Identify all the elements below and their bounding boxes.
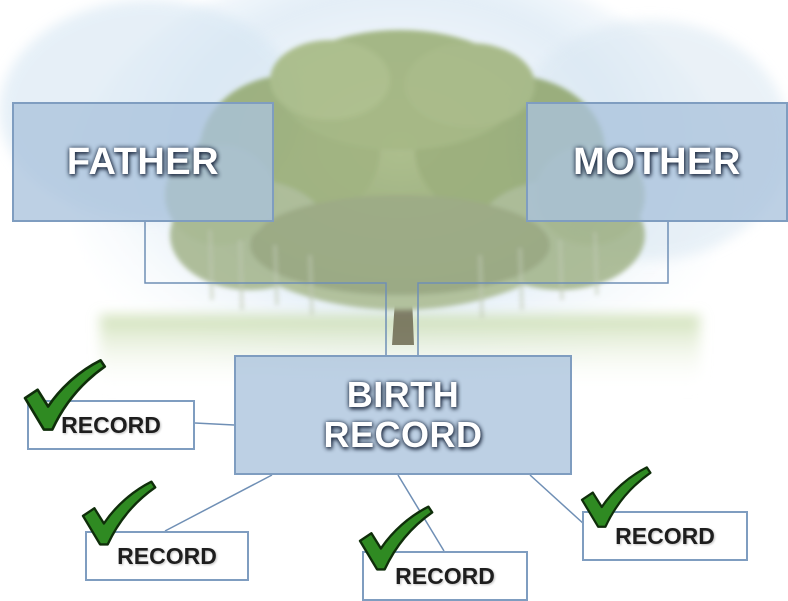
birth-record-label-line2: RECORD xyxy=(323,415,482,455)
record-node: RECORD xyxy=(27,400,195,450)
record-node: RECORD xyxy=(85,531,249,581)
record-label: RECORD xyxy=(117,543,217,570)
record-node: RECORD xyxy=(362,551,528,601)
record-3-connector xyxy=(398,475,444,551)
father-node: FATHER xyxy=(12,102,274,222)
father-label: FATHER xyxy=(67,141,219,184)
record-label: RECORD xyxy=(61,412,161,439)
mother-label: MOTHER xyxy=(573,141,741,184)
birth-record-label-line1: BIRTH xyxy=(347,375,460,415)
birth-record-node: BIRTH RECORD xyxy=(234,355,572,475)
record-node: RECORD xyxy=(582,511,748,561)
record-label: RECORD xyxy=(395,563,495,590)
record-4-connector xyxy=(530,475,585,525)
record-1-connector xyxy=(195,423,234,425)
record-2-connector xyxy=(165,475,272,531)
mother-node: MOTHER xyxy=(526,102,788,222)
record-label: RECORD xyxy=(615,523,715,550)
